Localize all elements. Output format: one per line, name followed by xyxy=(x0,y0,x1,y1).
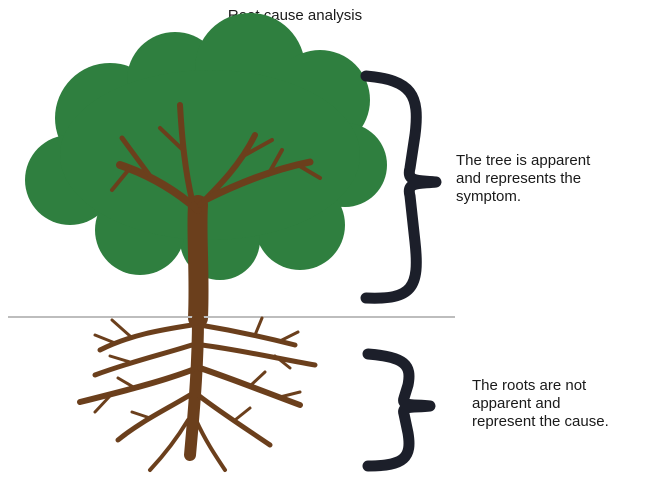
cause-caption-line: The roots are not xyxy=(472,377,662,395)
symptom-caption-line: and represents the xyxy=(456,170,661,188)
cause-brace xyxy=(368,354,430,466)
symptom-caption-line: The tree is apparent xyxy=(456,152,661,170)
tree-roots xyxy=(80,318,315,470)
cause-caption: The roots are not apparent and represent… xyxy=(472,377,662,431)
symptom-caption: The tree is apparent and represents the … xyxy=(456,152,661,206)
symptom-caption-line: symptom. xyxy=(456,188,661,206)
cause-caption-line: represent the cause. xyxy=(472,413,662,431)
cause-caption-line: apparent and xyxy=(472,395,662,413)
